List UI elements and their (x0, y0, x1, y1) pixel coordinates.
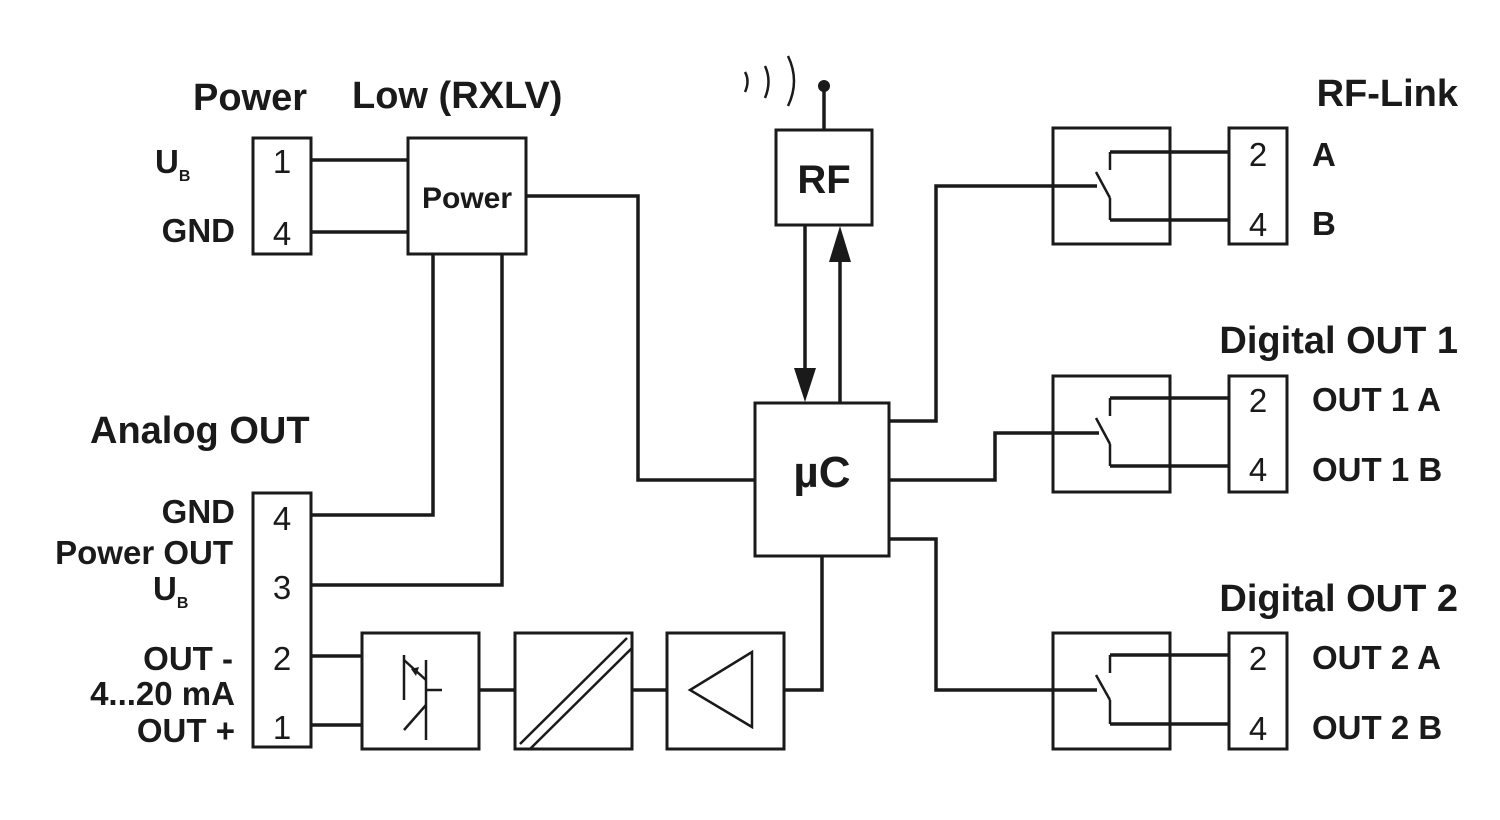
digital-out-1-terminal: 2 4 (1227, 374, 1289, 494)
label-out-2-b: OUT 2 B (1312, 709, 1442, 746)
label-ub-power: UB (155, 143, 190, 185)
microcontroller-block: µC (753, 401, 891, 558)
label-rf-link-a: A (1312, 136, 1336, 173)
switch-icon (1094, 398, 1112, 466)
label-out-1-a: OUT 1 A (1312, 381, 1441, 418)
rf-link-pin-4: 4 (1249, 206, 1267, 243)
label-out-2-a: OUT 2 A (1312, 639, 1441, 676)
digital-out-2-pin-2: 2 (1249, 640, 1267, 677)
label-out-minus: OUT - (143, 640, 233, 677)
amplifier-block (665, 631, 786, 751)
rf-block: RF (774, 128, 874, 227)
analog-pin-2: 2 (273, 640, 291, 677)
label-range: 4...20 mA (90, 675, 235, 712)
analog-terminal: 4 3 2 1 (251, 491, 313, 749)
heading-digital-out-1: Digital OUT 1 (1219, 320, 1458, 362)
label-gnd-analog: GND (162, 493, 235, 530)
label-ub-analog: UB (153, 570, 188, 612)
converter-block (513, 631, 634, 751)
rf-link-pin-2: 2 (1249, 136, 1267, 173)
digital-out-1-pin-2: 2 (1249, 382, 1267, 419)
analog-pin-3: 3 (273, 569, 291, 606)
power-pin-4: 4 (273, 215, 291, 252)
converter-diagonal-icon (519, 637, 628, 745)
rf-link-terminal: 2 4 (1227, 126, 1289, 246)
uc-to-rf-arrow-icon (829, 226, 851, 403)
switch-icon (1094, 152, 1112, 220)
power-terminal: 1 4 (251, 136, 313, 256)
digital-out-2-terminal: 2 4 (1227, 631, 1289, 751)
digital-out-1-pin-4: 4 (1249, 451, 1267, 488)
label-gnd-power: GND (162, 212, 235, 249)
rf-to-uc-arrow-icon (794, 225, 816, 402)
label-out-plus: OUT + (137, 712, 235, 749)
heading-analog-out: Analog OUT (90, 410, 310, 452)
transistor-block (360, 631, 481, 751)
antenna-icon (743, 55, 830, 130)
label-out-1-b: OUT 1 B (1312, 451, 1442, 488)
switch-icon (1094, 655, 1112, 724)
microcontroller-label: µC (793, 448, 850, 497)
power-block-label: Power (422, 182, 512, 215)
transistor-icon (402, 655, 442, 740)
analog-pin-1: 1 (273, 709, 291, 746)
heading-digital-out-2: Digital OUT 2 (1219, 578, 1458, 620)
power-pin-1: 1 (273, 143, 291, 180)
amplifier-triangle-icon (687, 649, 754, 730)
rf-block-label: RF (797, 158, 850, 202)
power-block: Power (406, 136, 528, 256)
digital-out-2-pin-4: 4 (1249, 710, 1267, 747)
heading-low-rxlv: Low (RXLV) (352, 75, 562, 117)
heading-power: Power (193, 77, 307, 119)
label-power-out: Power OUT (55, 534, 233, 571)
label-rf-link-b: B (1312, 205, 1336, 242)
heading-rf-link: RF-Link (1317, 73, 1459, 115)
analog-pin-4: 4 (273, 500, 291, 537)
